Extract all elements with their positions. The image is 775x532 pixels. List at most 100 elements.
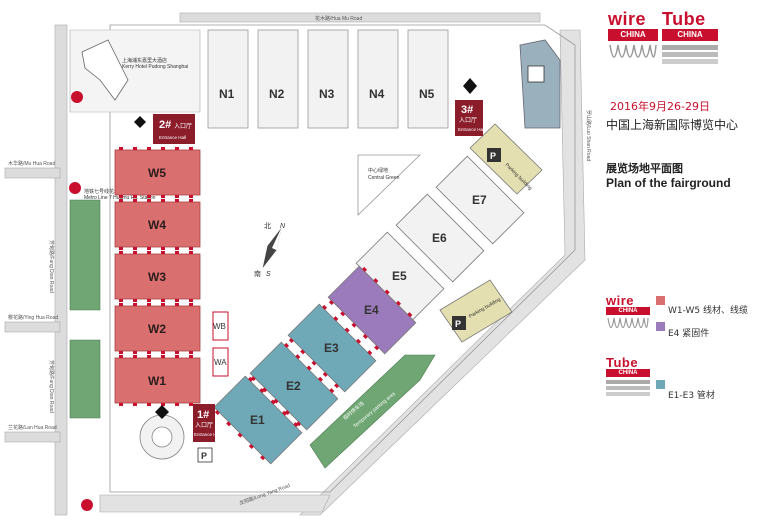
central-green-label-en: Central Green: [368, 175, 400, 181]
hall-label: E5: [392, 269, 407, 283]
parking-icon-label: P: [201, 451, 207, 461]
central-green: [357, 154, 421, 216]
green-zone-lower: [69, 339, 101, 419]
hall-wb-label: WB: [213, 322, 226, 331]
legend-swatch-fastener: [656, 322, 665, 331]
hall-label: W3: [148, 270, 166, 284]
legend-tube-text: E1-E3 管材: [668, 389, 715, 401]
road-label-lan-hua: 兰花路/Lan Hua Road: [8, 424, 57, 431]
entrance-3[interactable]: 3# 入口厅 Entrance Hall: [455, 78, 485, 136]
road-label-mu-hua: 木华路/Mu Hua Road: [8, 160, 55, 167]
hall-label: N5: [419, 87, 435, 101]
metro-label: 地铁七号线花木路站: [84, 188, 129, 195]
metro-icon-mid: [69, 182, 81, 194]
hall-e1[interactable]: E1: [212, 374, 304, 466]
wire-china-logo: wire CHINA: [608, 10, 658, 76]
hotel-label-en: Kerry Hotel Pudong Shanghai: [122, 64, 188, 70]
tube-stack-icon: [662, 45, 718, 64]
hall-n4[interactable]: N4: [357, 29, 399, 129]
svg-text:入口厅: 入口厅: [195, 422, 213, 429]
parking-icon-south-gate: [197, 447, 213, 463]
road-label-ying-hua: 樱花路/Ying Hua Road: [8, 314, 58, 321]
hall-label: E2: [286, 379, 301, 393]
hall-w4[interactable]: W4: [114, 199, 201, 250]
fairground-map: 花木路/Hua Mu Road 木华路/Mu Hua Road 樱花路/Ying…: [4, 12, 592, 516]
temporary-parking-area: [309, 354, 436, 469]
legend-swatch-wire: [656, 296, 665, 305]
tube-china-logo: Tube CHINA: [662, 10, 718, 76]
road-label-fang-dian-upper: 芳甸路/Fang Dian Road: [48, 240, 55, 293]
bus-icon: [527, 65, 545, 83]
hall-n5[interactable]: N5: [407, 29, 449, 129]
road-label-fang-dian-lower: 芳甸路/Fang Dian Road: [48, 360, 55, 413]
hall-label: N3: [319, 87, 335, 101]
metro-icon-bottom: [81, 499, 93, 511]
hall-label: E4: [364, 303, 379, 317]
svg-text:1#: 1#: [197, 409, 209, 421]
entrance-2[interactable]: 2# 入口厅 Entrance Hall: [134, 114, 195, 144]
compass-icon: 北 N 南 S: [254, 222, 286, 278]
north-halls: N1 N2 N3 N4 N5: [207, 29, 449, 129]
road-label-luo-shan: 罗山路/Luo Shan Road: [585, 110, 592, 161]
hall-label: N2: [269, 87, 285, 101]
hall-e2[interactable]: E2: [248, 340, 340, 432]
direction-arrow-icon: [463, 78, 477, 94]
wire-coil-icon: [609, 44, 657, 58]
direction-arrow-icon: [155, 405, 169, 419]
svg-text:入口厅: 入口厅: [459, 117, 477, 124]
hall-n3[interactable]: N3: [307, 29, 349, 129]
svg-text:入口厅: 入口厅: [174, 123, 192, 130]
legend-wire-logo: wire CHINA: [606, 294, 650, 344]
legend-swatch-tube: [656, 380, 665, 389]
hall-label: N1: [219, 87, 235, 101]
hall-n1[interactable]: N1: [207, 29, 249, 129]
hall-w3[interactable]: W3: [114, 251, 201, 302]
hall-label: E3: [324, 341, 339, 355]
hall-wa-label: WA: [214, 358, 227, 367]
hall-label: E6: [432, 231, 447, 245]
parking-building-east[interactable]: [519, 39, 561, 129]
svg-text:南: 南: [254, 269, 261, 278]
hall-w1[interactable]: W1: [114, 355, 201, 406]
plan-title-en: Plan of the fairground: [606, 176, 731, 190]
event-date: 2016年9月26-29日: [610, 100, 710, 113]
hall-w2[interactable]: W2: [114, 303, 201, 354]
hotel-landmark: 上海浦东嘉里大酒店 Kerry Hotel Pudong Shanghai: [81, 39, 188, 101]
svg-text:S: S: [266, 271, 271, 278]
hall-label: N4: [369, 87, 385, 101]
branding-panel: wire CHINA Tube CHINA 2016年9月26-29日 中国上海…: [600, 0, 775, 532]
hall-e4[interactable]: E4: [326, 264, 418, 356]
hall-wa[interactable]: [212, 347, 229, 377]
road-label-hua-mu: 花木路/Hua Mu Road: [315, 15, 362, 22]
green-zone-upper: [69, 199, 101, 311]
entrance-1[interactable]: 1# 入口厅 Entrance Hall: [155, 404, 221, 442]
hall-n2[interactable]: N2: [257, 29, 299, 129]
hall-label: E7: [472, 193, 487, 207]
plan-title-cn: 展览场地平面图: [606, 162, 683, 175]
hall-wb[interactable]: [212, 311, 229, 341]
metro-icon-top: [71, 91, 83, 103]
legend-wire-text: W1-W5 线材、线缆: [668, 304, 748, 316]
hall-w5[interactable]: W5: [114, 147, 201, 198]
hotel-label: 上海浦东嘉里大酒店: [122, 57, 167, 64]
svg-text:Entrance Hall: Entrance Hall: [159, 135, 186, 140]
svg-text:2#: 2#: [159, 119, 171, 131]
venue-name: 中国上海新国际博览中心: [606, 118, 739, 132]
hall-label: W1: [148, 374, 166, 388]
parking-p-icon-south: P: [455, 319, 461, 329]
svg-text:北: 北: [264, 222, 271, 230]
svg-text:N: N: [280, 223, 286, 230]
hall-label: E1: [250, 413, 265, 427]
parking-building-south[interactable]: P Parking building: [439, 279, 513, 343]
hall-e7[interactable]: E7: [435, 155, 525, 245]
hall-e3[interactable]: E3: [286, 302, 378, 394]
legend-fastener-text: E4 紧固件: [668, 327, 709, 339]
legend-tube-logo: Tube CHINA: [606, 356, 650, 406]
hall-e6[interactable]: E6: [395, 193, 485, 283]
direction-arrow-icon: [134, 116, 146, 128]
svg-text:3#: 3#: [461, 104, 473, 116]
parking-p-icon-north: P: [490, 151, 496, 161]
hall-label: W2: [148, 322, 166, 336]
